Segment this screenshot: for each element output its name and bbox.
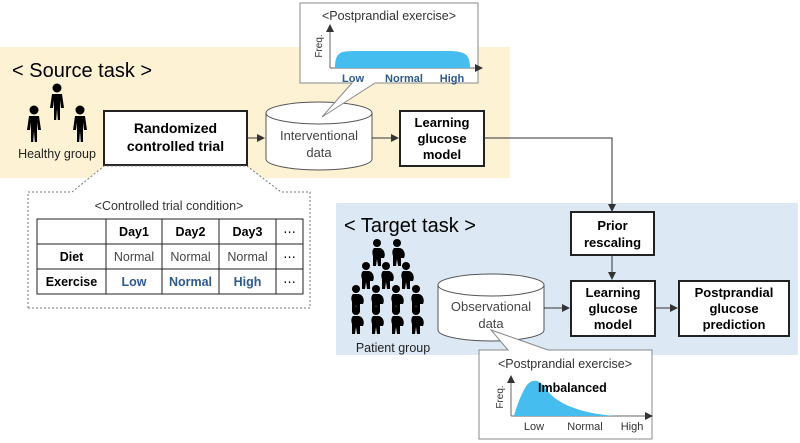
source-model-line2: glucose (417, 131, 466, 146)
prediction-line1: Postprandial (695, 285, 774, 300)
target-callout-xlabel-normal: Normal (567, 421, 602, 433)
target-model-line1: Learning (586, 285, 641, 300)
target-callout-ylabel: Freq. (495, 385, 506, 408)
target-callout-xlabel-low: Low (524, 421, 544, 433)
table-cell-diet-day2: Normal (170, 250, 210, 264)
prediction-line2: glucose (709, 301, 758, 316)
table-cell-diet-day1: Normal (114, 250, 154, 264)
condition-table-title: <Controlled trial condition> (95, 199, 244, 213)
table-header-day1: Day1 (119, 225, 149, 239)
table-row-exercise-label: Exercise (46, 275, 97, 289)
arrow-model-to-rescaling (484, 137, 616, 212)
condition-callout (27, 165, 311, 309)
target-callout-xlabel-high: High (621, 421, 644, 433)
source-learning-model-box (399, 110, 485, 167)
source-callout-xlabel-low: Low (342, 73, 364, 85)
table-cell-exercise-ellipsis: ⋯ (283, 275, 296, 289)
interventional-data-line1: Interventional (280, 128, 358, 143)
table-cell-exercise-day1: Low (122, 275, 147, 289)
observational-data-line1: Observational (451, 299, 531, 314)
skewed-distribution-shape (514, 380, 615, 416)
healthy-group-label: Healthy group (18, 147, 96, 161)
randomized-controlled-trial-box (103, 110, 248, 166)
table-cell-diet-day3: Normal (227, 250, 267, 264)
target-callout-title: <Postprandial exercise> (498, 357, 632, 371)
table-header-day3: Day3 (233, 225, 263, 239)
table-cell-diet-ellipsis: ⋯ (283, 250, 296, 264)
table-row-diet-label: Diet (60, 250, 84, 264)
target-model-line2: glucose (588, 301, 637, 316)
source-callout-xlabel-normal: Normal (385, 73, 423, 85)
source-callout-ylabel: Freq. (314, 34, 325, 57)
interventional-data-line2: data (306, 145, 332, 160)
source-callout-title: <Postprandial exercise> (322, 9, 456, 23)
interventional-data-cylinder (265, 101, 373, 171)
prior-rescaling-line2: rescaling (584, 235, 641, 250)
target-model-line3: model (594, 317, 632, 332)
trial-box-line2: controlled trial (127, 138, 224, 154)
prior-rescaling-line1: Prior (597, 218, 627, 233)
source-task-title: < Source task > (12, 60, 152, 82)
source-model-line1: Learning (415, 115, 470, 130)
table-header-ellipsis: ⋯ (283, 225, 296, 239)
trial-box-line1: Randomized (134, 120, 217, 136)
table-cell-exercise-day3: High (234, 275, 262, 289)
observational-data-cylinder (437, 273, 545, 342)
source-model-line3: model (423, 147, 461, 162)
table-cell-exercise-day2: Normal (169, 275, 212, 289)
table-header-day2: Day2 (176, 225, 206, 239)
imbalanced-annotation: Imbalanced (538, 381, 607, 395)
prediction-box (678, 280, 790, 337)
observational-data-line2: data (478, 316, 504, 331)
source-callout-xlabel-high: High (440, 73, 465, 85)
target-task-title: < Target task > (344, 215, 476, 237)
condition-table (36, 218, 304, 295)
uniform-distribution-shape (335, 51, 470, 68)
prediction-line3: prediction (703, 317, 766, 332)
patient-group-label: Patient group (356, 341, 430, 355)
